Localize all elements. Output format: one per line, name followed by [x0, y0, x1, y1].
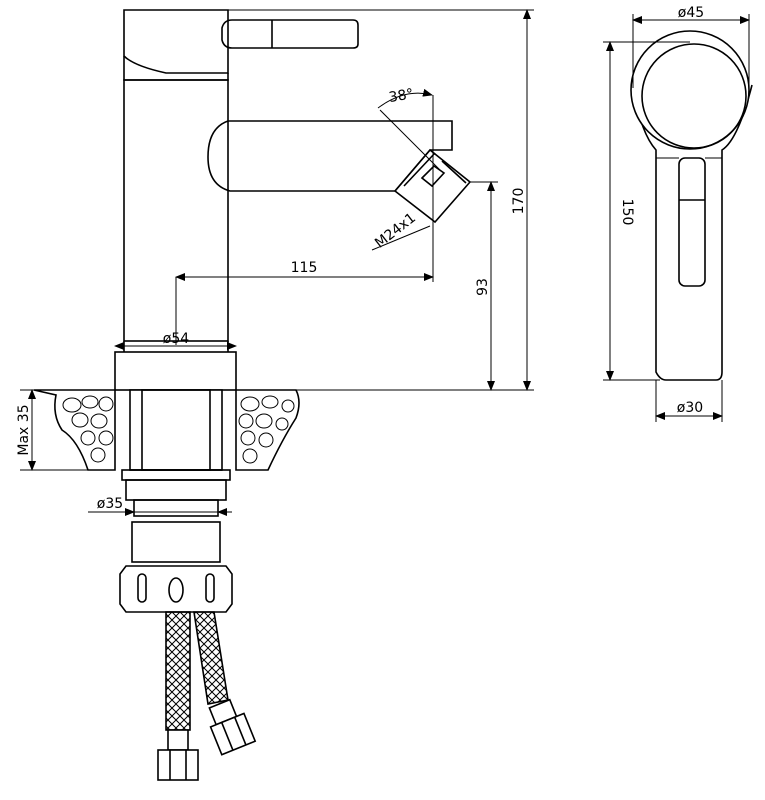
- faucet-side-view: ø45 150 ø30: [603, 5, 753, 422]
- hose-right: [193, 611, 229, 705]
- dim-aerator-thread: M24x1: [372, 210, 419, 252]
- side-cap-outer: [630, 30, 750, 150]
- dim-side-height: 150: [619, 199, 635, 226]
- side-lever: [678, 157, 706, 287]
- hose-left: [165, 611, 191, 731]
- dim-side-base-diameter: ø30: [677, 400, 703, 416]
- base-flange: [114, 351, 237, 391]
- supply-hoses: [157, 611, 257, 781]
- spout: [207, 120, 453, 192]
- fixing-nut: [119, 565, 233, 613]
- dim-top-diameter: ø45: [678, 5, 704, 21]
- dim-deck-thickness: Max 35: [16, 404, 32, 455]
- handle-block: [123, 9, 229, 74]
- hose-nut-left: [157, 749, 199, 781]
- dim-spout-angle: 38°: [388, 86, 415, 106]
- side-body: [632, 84, 753, 381]
- handle-lever: [221, 19, 359, 49]
- mounting-shank: [129, 389, 223, 471]
- side-cap-inner: [641, 43, 747, 149]
- dim-spout-height: 93: [475, 278, 491, 296]
- dim-mount-shank: ø35: [97, 496, 123, 512]
- mounting-hardware: [119, 469, 233, 613]
- countertop-left: [33, 389, 116, 471]
- dim-body-diameter: ø54: [163, 331, 189, 347]
- dim-spout-reach: 115: [291, 260, 318, 276]
- countertop-section: [33, 389, 300, 471]
- dim-height-total: 170: [511, 188, 527, 215]
- fixing-nut-body: [131, 521, 221, 563]
- countertop-right: [235, 389, 300, 471]
